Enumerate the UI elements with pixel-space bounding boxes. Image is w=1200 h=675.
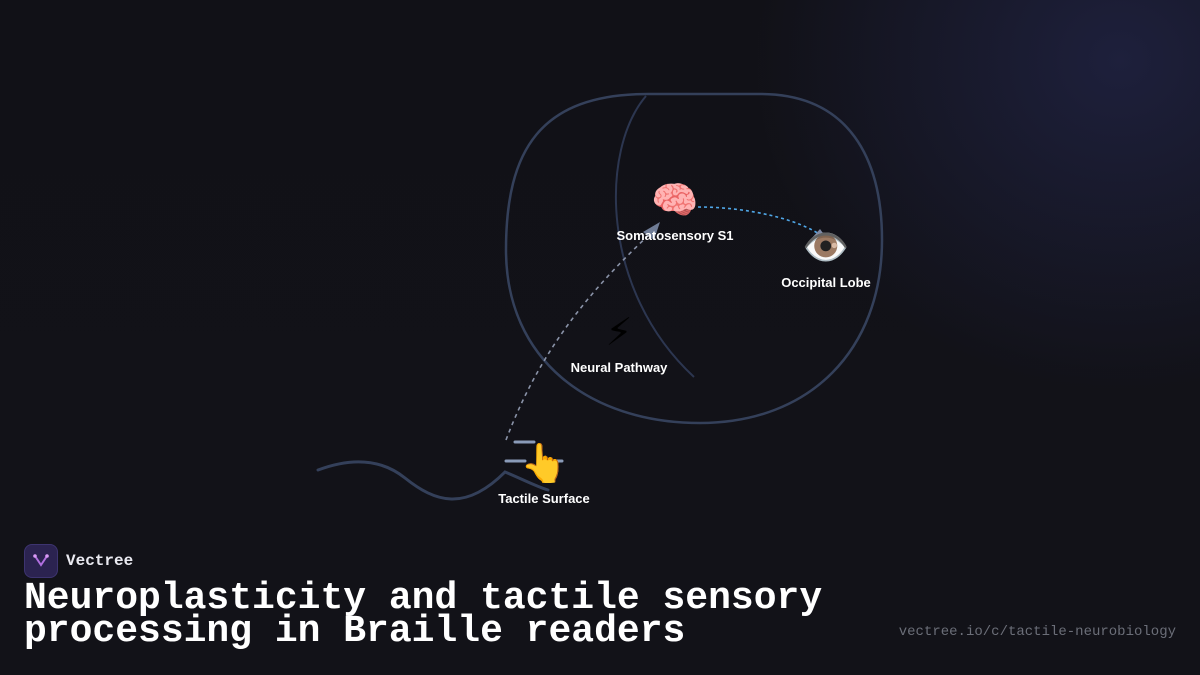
surface-wave bbox=[316, 460, 550, 501]
node-somatosensory: 🧠 Somatosensory S1 bbox=[616, 178, 733, 243]
brand-name: Vectree bbox=[66, 552, 134, 570]
lightning-icon: ⚡ bbox=[605, 310, 633, 354]
node-occipital: 👁️ Occipital Lobe bbox=[781, 225, 871, 290]
eye-icon: 👁️ bbox=[802, 225, 850, 269]
ascending-pathway bbox=[505, 231, 653, 441]
node-label: Tactile Surface bbox=[498, 491, 590, 506]
brain-outline bbox=[504, 92, 884, 425]
crossmodal-pathway bbox=[697, 206, 823, 237]
source-url: vectree.io/c/tactile-neurobiology bbox=[898, 624, 1176, 640]
crossmodal-pathway-arrowhead bbox=[812, 229, 828, 240]
node-label: Somatosensory S1 bbox=[616, 228, 734, 243]
node-label: Neural Pathway bbox=[570, 360, 668, 375]
brain-icon: 🧠 bbox=[651, 178, 699, 222]
node-neural-pathway: ⚡ Neural Pathway bbox=[571, 310, 668, 375]
brand: Vectree bbox=[24, 544, 133, 578]
brain-inner-fold bbox=[614, 95, 695, 378]
vectree-logo-icon bbox=[24, 544, 58, 578]
page-title: Neuroplasticity and tactile sensory proc… bbox=[24, 577, 823, 653]
ascending-pathway-arrowhead bbox=[643, 222, 660, 240]
node-tactile-surface: 👆 Tactile Surface bbox=[498, 441, 590, 506]
node-label: Occipital Lobe bbox=[781, 275, 871, 290]
pointing-finger-icon: 👆 bbox=[520, 441, 568, 485]
